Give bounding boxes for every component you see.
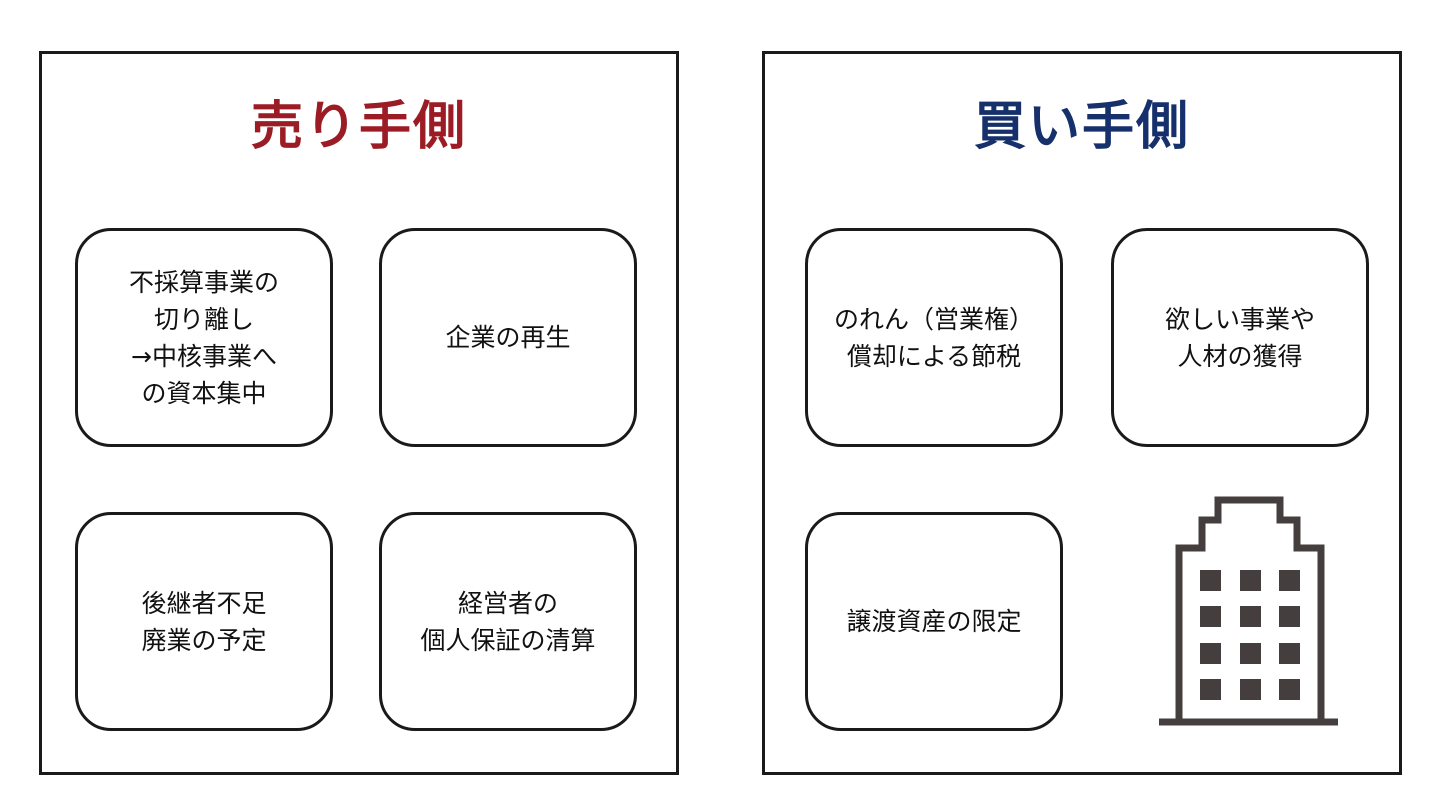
buyer-item-acquisition: 欲しい事業や 人材の獲得 bbox=[1111, 228, 1369, 447]
buyer-item-goodwill: のれん（営業権） 償却による節税 bbox=[805, 228, 1063, 447]
seller-item-guarantee: 経営者の 個人保証の清算 bbox=[379, 512, 637, 731]
seller-title: 売り手側 bbox=[250, 97, 467, 157]
buyer-title: 買い手側 bbox=[973, 97, 1190, 157]
seller-item-divestiture: 不採算事業の 切り離し →中核事業へ の資本集中 bbox=[75, 228, 333, 447]
seller-item-succession: 後継者不足 廃業の予定 bbox=[75, 512, 333, 731]
buyer-panel: 買い手側 のれん（営業権） 償却による節税 欲しい事業や 人材の獲得 譲渡資産の… bbox=[762, 51, 1402, 775]
seller-panel: 売り手側 不採算事業の 切り離し →中核事業へ の資本集中 企業の再生 後継者不… bbox=[39, 51, 679, 775]
seller-item-revival: 企業の再生 bbox=[379, 228, 637, 447]
buyer-item-asset-limit: 譲渡資産の限定 bbox=[805, 512, 1063, 731]
